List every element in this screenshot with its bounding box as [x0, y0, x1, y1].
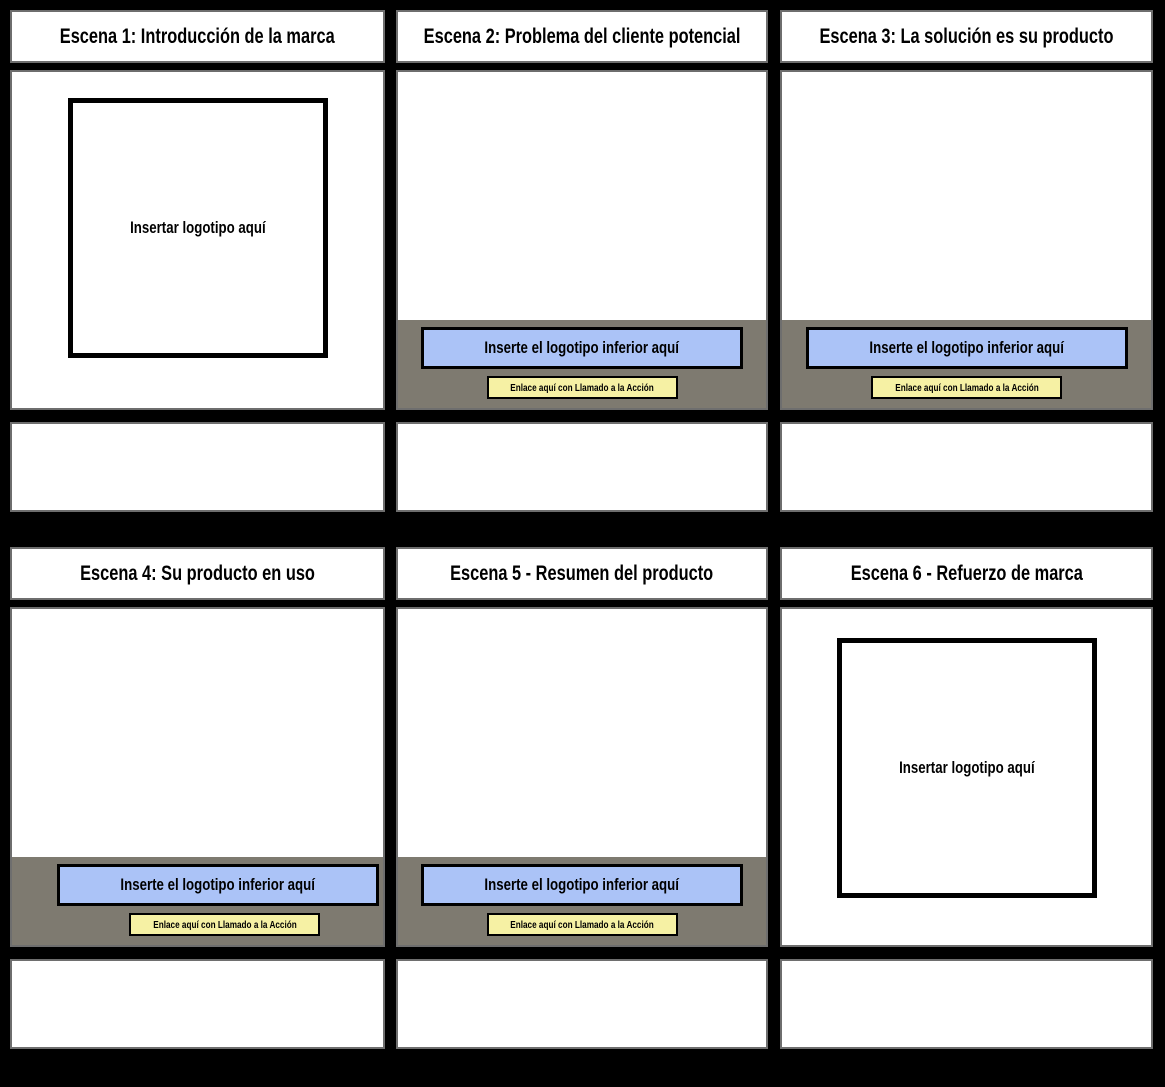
lower-logo-button-label: Inserte el logotipo inferior aquí — [484, 338, 680, 357]
cta-link-button[interactable]: Enlace aquí con Llamado a la Acción — [486, 376, 678, 399]
scene-3-description-box[interactable] — [780, 422, 1153, 512]
scene-4-description-box[interactable] — [10, 959, 385, 1049]
scene-4: Escena 4: Su producto en uso Inserte el … — [10, 547, 385, 1049]
logo-placeholder-box[interactable]: Insertar logotipo aquí — [836, 638, 1097, 898]
lower-logo-button-label: Inserte el logotipo inferior aquí — [120, 875, 315, 894]
scene-2-title-bar[interactable]: Escena 2: Problema del cliente potencial — [396, 10, 768, 63]
scene-6-title-bar[interactable]: Escena 6 - Refuerzo de marca — [780, 547, 1153, 600]
scene-5: Escena 5 - Resumen del producto Inserte … — [396, 547, 768, 1049]
logo-placeholder-label: Insertar logotipo aquí — [898, 758, 1035, 777]
scene-5-title-bar[interactable]: Escena 5 - Resumen del producto — [396, 547, 768, 600]
scene-3-canvas[interactable]: Inserte el logotipo inferior aquí Enlace… — [780, 70, 1153, 410]
lower-logo-button-label: Inserte el logotipo inferior aquí — [869, 338, 1064, 357]
scene-6-title: Escena 6 - Refuerzo de marca — [850, 561, 1083, 585]
scene-1-canvas[interactable]: Insertar logotipo aquí — [10, 70, 385, 410]
scene-4-title: Escena 4: Su producto en uso — [80, 561, 315, 585]
scene-4-bottom-bar: Inserte el logotipo inferior aquí Enlace… — [12, 857, 383, 945]
scene-5-canvas[interactable]: Inserte el logotipo inferior aquí Enlace… — [396, 607, 768, 947]
cta-link-button-label: Enlace aquí con Llamado a la Acción — [894, 381, 1039, 394]
scene-3-title: Escena 3: La solución es su producto — [819, 24, 1114, 48]
scene-6: Escena 6 - Refuerzo de marca Insertar lo… — [780, 547, 1153, 1049]
scene-6-description-box[interactable] — [780, 959, 1153, 1049]
scene-1: Escena 1: Introducción de la marca Inser… — [10, 10, 385, 512]
scene-4-title-bar[interactable]: Escena 4: Su producto en uso — [10, 547, 385, 600]
scene-5-description-box[interactable] — [396, 959, 768, 1049]
scene-2-title: Escena 2: Problema del cliente potencial — [423, 24, 741, 48]
scene-6-canvas[interactable]: Insertar logotipo aquí — [780, 607, 1153, 947]
cta-link-button-label: Enlace aquí con Llamado a la Acción — [510, 918, 654, 931]
scene-4-canvas[interactable]: Inserte el logotipo inferior aquí Enlace… — [10, 607, 385, 947]
cta-link-button-label: Enlace aquí con Llamado a la Acción — [510, 381, 654, 394]
scene-2-description-box[interactable] — [396, 422, 768, 512]
scene-3-bottom-bar: Inserte el logotipo inferior aquí Enlace… — [782, 320, 1151, 408]
scene-5-bottom-bar: Inserte el logotipo inferior aquí Enlace… — [398, 857, 766, 945]
scene-3: Escena 3: La solución es su producto Ins… — [780, 10, 1153, 512]
scene-2-canvas[interactable]: Inserte el logotipo inferior aquí Enlace… — [396, 70, 768, 410]
logo-placeholder-box[interactable]: Insertar logotipo aquí — [67, 98, 328, 358]
lower-logo-button[interactable]: Inserte el logotipo inferior aquí — [805, 327, 1128, 369]
cta-link-button[interactable]: Enlace aquí con Llamado a la Acción — [129, 913, 320, 936]
lower-logo-button[interactable]: Inserte el logotipo inferior aquí — [421, 864, 743, 906]
lower-logo-button-label: Inserte el logotipo inferior aquí — [484, 875, 680, 894]
scene-1-title-bar[interactable]: Escena 1: Introducción de la marca — [10, 10, 385, 63]
cta-link-button[interactable]: Enlace aquí con Llamado a la Acción — [871, 376, 1062, 399]
scene-5-title: Escena 5 - Resumen del producto — [450, 561, 714, 585]
lower-logo-button[interactable]: Inserte el logotipo inferior aquí — [421, 327, 743, 369]
scene-3-title-bar[interactable]: Escena 3: La solución es su producto — [780, 10, 1153, 63]
lower-logo-button[interactable]: Inserte el logotipo inferior aquí — [56, 864, 379, 906]
scene-1-title: Escena 1: Introducción de la marca — [60, 24, 335, 48]
cta-link-button-label: Enlace aquí con Llamado a la Acción — [152, 918, 297, 931]
scene-2: Escena 2: Problema del cliente potencial… — [396, 10, 768, 512]
logo-placeholder-label: Insertar logotipo aquí — [129, 218, 266, 237]
scene-1-description-box[interactable] — [10, 422, 385, 512]
scene-2-bottom-bar: Inserte el logotipo inferior aquí Enlace… — [398, 320, 766, 408]
cta-link-button[interactable]: Enlace aquí con Llamado a la Acción — [486, 913, 678, 936]
